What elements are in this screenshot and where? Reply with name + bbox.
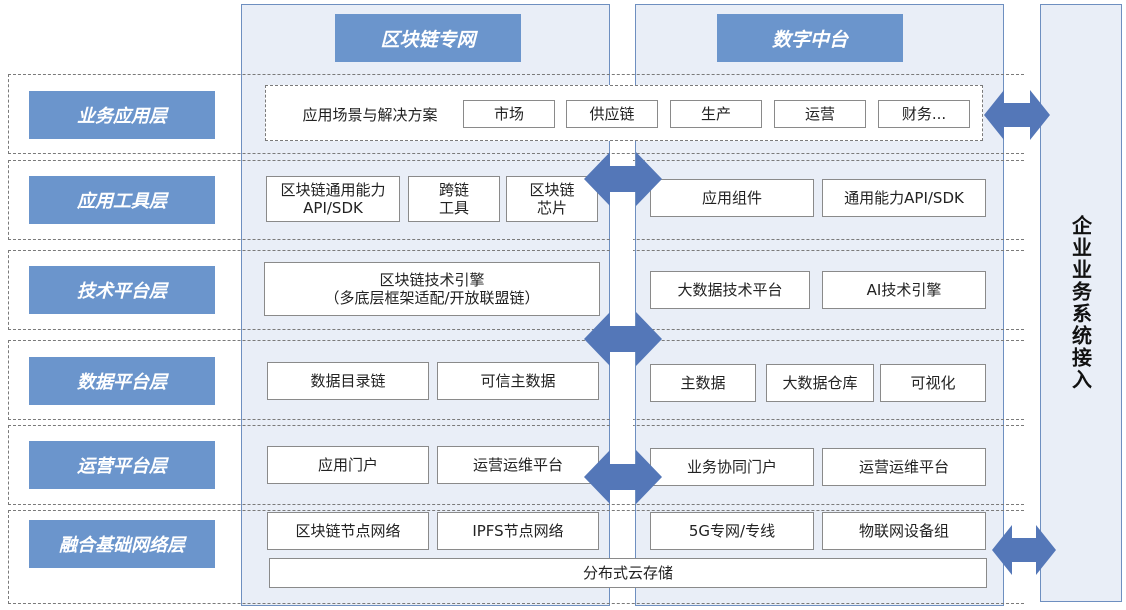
double-arrow-icon [992,525,1056,575]
data-master: 主数据 [650,364,756,402]
data-visualization: 可视化 [880,364,986,402]
double-arrow-icon [584,152,662,206]
tech-ai-engine: AI技术引擎 [822,271,986,309]
tool-blockchain-chip: 区块链 芯片 [506,176,598,222]
business-item-market: 市场 [463,100,555,128]
ops-app-portal: 应用门户 [267,446,429,484]
business-item-supply-chain: 供应链 [566,100,658,128]
ops-business-collab-portal: 业务协同门户 [650,448,814,486]
layer-label-tools: 应用工具层 [29,176,215,224]
network-iot-devices: 物联网设备组 [822,512,986,550]
layer-row-tools [8,160,1024,240]
layer-label-tech: 技术平台层 [29,266,215,314]
tech-big-data-platform: 大数据技术平台 [650,271,810,309]
data-trusted-master: 可信主数据 [437,362,599,400]
layer-label-ops: 运营平台层 [29,441,215,489]
network-ipfs-nodes: IPFS节点网络 [437,512,599,550]
business-item-operations: 运营 [774,100,866,128]
layer-row-network [8,510,1024,604]
layer-row-data [8,340,1024,420]
business-scenarios-intro: 应用场景与解决方案 [302,105,438,124]
enterprise-system-access-bar: 企业业务系统接入 [1040,4,1122,602]
double-arrow-icon [584,312,662,366]
double-arrow-icon [984,90,1050,140]
layer-row-ops [8,425,1024,505]
digital-middle-platform-title: 数字中台 [717,14,903,62]
tech-blockchain-engine: 区块链技术引擎 （多底层框架适配/开放联盟链） [264,262,600,316]
network-5g-private: 5G专网/专线 [650,512,814,550]
layer-row-business [8,74,1024,154]
layer-label-data: 数据平台层 [29,357,215,405]
enterprise-system-access-label: 企业业务系统接入 [1068,215,1093,391]
tool-app-components: 应用组件 [650,179,814,217]
blockchain-network-title: 区块链专网 [335,14,521,62]
business-item-finance: 财务... [878,100,970,128]
business-item-production: 生产 [670,100,762,128]
double-arrow-icon [584,450,662,504]
layer-label-network: 融合基础网络层 [29,520,215,568]
network-distributed-cloud-storage: 分布式云存储 [269,558,987,588]
data-catalog-chain: 数据目录链 [267,362,429,400]
network-blockchain-nodes: 区块链节点网络 [267,512,429,550]
layer-row-tech [8,250,1024,330]
tool-general-api-sdk: 通用能力API/SDK [822,179,986,217]
tool-cross-chain: 跨链 工具 [408,176,500,222]
layer-label-business: 业务应用层 [29,91,215,139]
data-warehouse: 大数据仓库 [766,364,874,402]
tool-blockchain-api-sdk: 区块链通用能力 API/SDK [266,176,400,222]
ops-om-platform-left: 运营运维平台 [437,446,599,484]
ops-om-platform-right: 运营运维平台 [822,448,986,486]
